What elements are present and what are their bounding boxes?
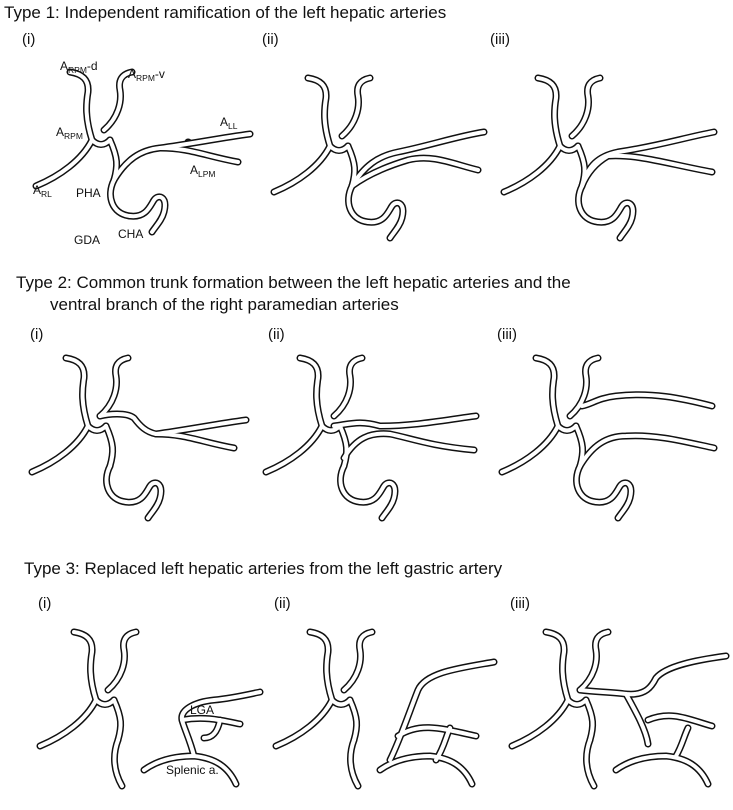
type1-panel-ii-label: (ii) (262, 31, 279, 48)
type3-panel-iii-vessels (512, 632, 730, 790)
type1-panel-iii-vessels (504, 78, 718, 238)
type1-labels: ARPM-d ARPM-v ARPM ALL ALPM ARL PHA GDA … (33, 59, 238, 247)
type2-panel-iii-label: (iii) (497, 326, 517, 343)
type3-panel-iii-label: (iii) (510, 595, 530, 612)
type1-panel-i-vessels (36, 72, 254, 232)
type1-panel-i-label: (i) (22, 31, 36, 48)
type1-title: Type 1: Independent ramification of the … (4, 3, 447, 22)
type1-panel-ii-vessels (274, 78, 488, 238)
type2-panel-ii-vessels (266, 358, 480, 518)
label-cha: CHA (118, 227, 143, 241)
type1-panel-iii-label: (iii) (490, 31, 510, 48)
label-lga: LGA (190, 703, 214, 717)
label-all: ALL (220, 115, 238, 131)
type2-panel-iii-vessels (502, 358, 718, 518)
label-arl: ARL (33, 183, 52, 199)
label-splenic: Splenic a. (166, 763, 219, 777)
label-gda: GDA (74, 233, 100, 247)
type2-panel-i-label: (i) (30, 326, 44, 343)
label-pha: PHA (76, 186, 101, 200)
type3-panel-i-vessels (40, 632, 264, 790)
type3-labels: LGA Splenic a. (166, 703, 219, 777)
type3-panel-i-label: (i) (38, 595, 52, 612)
type3-title: Type 3: Replaced left hepatic arteries f… (24, 559, 503, 578)
type2-panel-ii-label: (ii) (268, 326, 285, 343)
type2-panel-i-vessels (32, 358, 250, 518)
label-arpm: ARPM (56, 125, 83, 141)
label-arpm-v: ARPM-v (128, 67, 165, 83)
type2-title-line1: Type 2: Common trunk formation between t… (16, 273, 571, 292)
type3-panel-ii-vessels (276, 632, 498, 790)
type2-title-line2: ventral branch of the right paramedian a… (50, 295, 399, 314)
label-arpm-d: ARPM-d (60, 59, 98, 75)
type3-panel-ii-label: (ii) (274, 595, 291, 612)
label-alpm: ALPM (190, 163, 216, 179)
